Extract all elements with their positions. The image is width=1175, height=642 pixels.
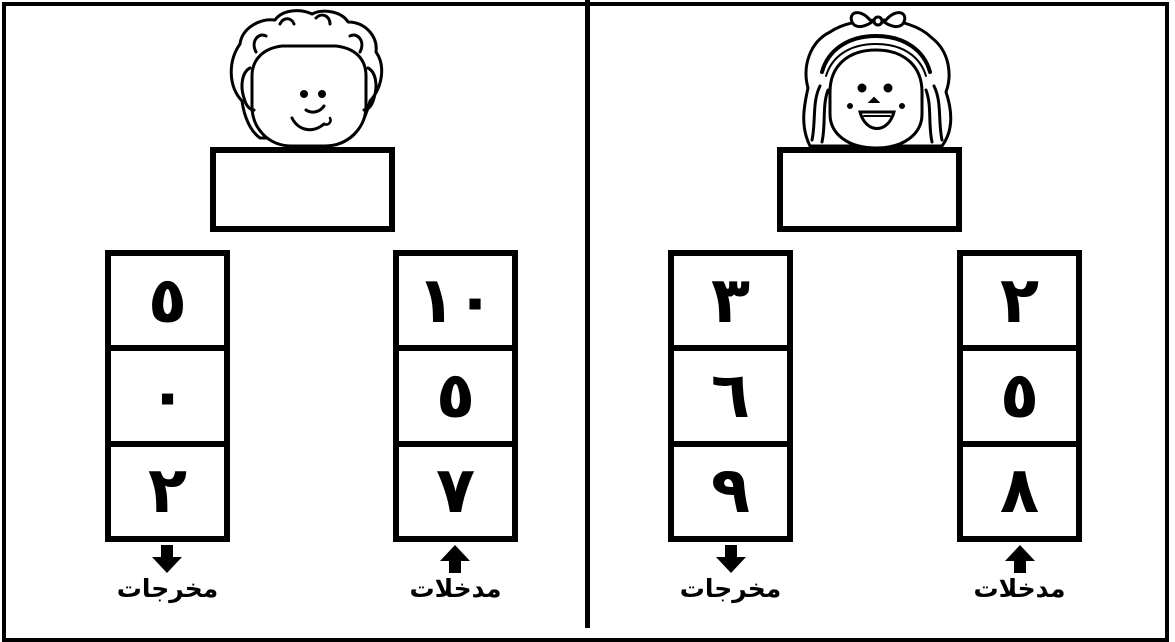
output-cell[interactable]: ٠ bbox=[111, 345, 224, 440]
output-cell[interactable]: ٣ bbox=[674, 256, 787, 345]
output-cell[interactable]: ٦ bbox=[674, 345, 787, 440]
outputs-column: ٥ ٠ ٢ bbox=[105, 250, 230, 542]
input-cell: ٢ bbox=[963, 256, 1076, 345]
outputs-column: ٣ ٦ ٩ bbox=[668, 250, 793, 542]
input-cell: ٥ bbox=[399, 345, 512, 440]
inputs-label: مدخلات bbox=[393, 574, 518, 603]
inputs-label: مدخلات bbox=[957, 574, 1082, 603]
girl-face-icon bbox=[790, 6, 960, 156]
output-cell[interactable]: ٢ bbox=[111, 441, 224, 536]
boy-face-icon bbox=[220, 6, 390, 156]
panel-left: ٥ ٠ ٢ ١٠ ٥ ٧ مخرجات مدخلات bbox=[0, 0, 585, 628]
rule-box[interactable] bbox=[210, 147, 395, 232]
output-cell[interactable]: ٥ bbox=[111, 256, 224, 345]
arrow-down-icon bbox=[152, 545, 182, 573]
panel-right: ٣ ٦ ٩ ٢ ٥ ٨ مخرجات مدخلات bbox=[590, 0, 1175, 628]
output-cell[interactable]: ٩ bbox=[674, 441, 787, 536]
arrow-up-icon bbox=[440, 545, 470, 573]
outputs-label: مخرجات bbox=[668, 574, 793, 603]
input-cell: ٧ bbox=[399, 441, 512, 536]
input-cell: ٥ bbox=[963, 345, 1076, 440]
inputs-column: ٢ ٥ ٨ bbox=[957, 250, 1082, 542]
outputs-label: مخرجات bbox=[105, 574, 230, 603]
rule-box[interactable] bbox=[777, 147, 962, 232]
arrow-up-icon bbox=[1005, 545, 1035, 573]
input-cell: ١٠ bbox=[399, 256, 512, 345]
input-cell: ٨ bbox=[963, 441, 1076, 536]
arrow-down-icon bbox=[716, 545, 746, 573]
inputs-column: ١٠ ٥ ٧ bbox=[393, 250, 518, 542]
